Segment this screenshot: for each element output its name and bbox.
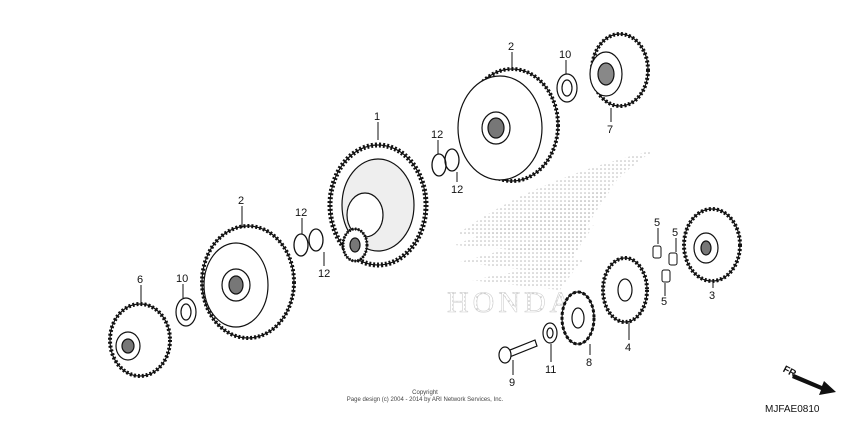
diagram-code: MJFAE0810 bbox=[765, 404, 820, 415]
leader-lines bbox=[140, 52, 714, 375]
callout-7: 7 bbox=[607, 124, 613, 136]
gear-3 bbox=[682, 207, 742, 283]
bolt-9 bbox=[498, 339, 538, 364]
honda-wing-watermark: HONDA bbox=[447, 150, 655, 319]
snap-rings-12-upper bbox=[431, 148, 460, 177]
gear-7 bbox=[589, 32, 650, 108]
gear-6 bbox=[108, 302, 172, 378]
springs-5 bbox=[652, 245, 678, 283]
washer-10-upper bbox=[556, 73, 578, 103]
gear-2-lower bbox=[200, 224, 296, 340]
callout-8: 8 bbox=[586, 357, 592, 369]
gear-1 bbox=[327, 142, 429, 268]
callout-12-c: 12 bbox=[295, 207, 307, 219]
callout-12-b: 12 bbox=[451, 184, 463, 196]
callout-4: 4 bbox=[625, 342, 631, 354]
gear-4 bbox=[601, 256, 649, 324]
callout-5-c: 5 bbox=[661, 296, 667, 308]
callout-3: 3 bbox=[709, 290, 715, 302]
callout-1: 1 bbox=[374, 111, 380, 123]
front-direction-arrow-icon bbox=[792, 374, 836, 395]
callout-2-upper: 2 bbox=[508, 41, 514, 53]
callout-2-lower: 2 bbox=[238, 195, 244, 207]
callout-11: 11 bbox=[545, 364, 556, 376]
honda-watermark-text: HONDA bbox=[447, 286, 575, 319]
snap-rings-12-lower bbox=[293, 228, 324, 257]
gear-2-upper bbox=[457, 67, 560, 183]
copyright-notice: Page design (c) 2004 - 2014 by ARI Netwo… bbox=[346, 397, 504, 403]
plate-8 bbox=[560, 290, 596, 346]
callout-9: 9 bbox=[509, 377, 515, 389]
callout-5-b: 5 bbox=[672, 227, 678, 239]
washer-11 bbox=[542, 322, 558, 344]
copyright-heading: Copyright bbox=[412, 390, 438, 396]
callout-12-a: 12 bbox=[431, 129, 443, 141]
callout-12-d: 12 bbox=[318, 268, 330, 280]
washer-10-lower bbox=[175, 297, 197, 327]
callout-10-lower: 10 bbox=[176, 273, 188, 285]
callout-5-a: 5 bbox=[654, 217, 660, 229]
callout-6: 6 bbox=[137, 274, 143, 286]
callout-10-upper: 10 bbox=[559, 49, 571, 61]
